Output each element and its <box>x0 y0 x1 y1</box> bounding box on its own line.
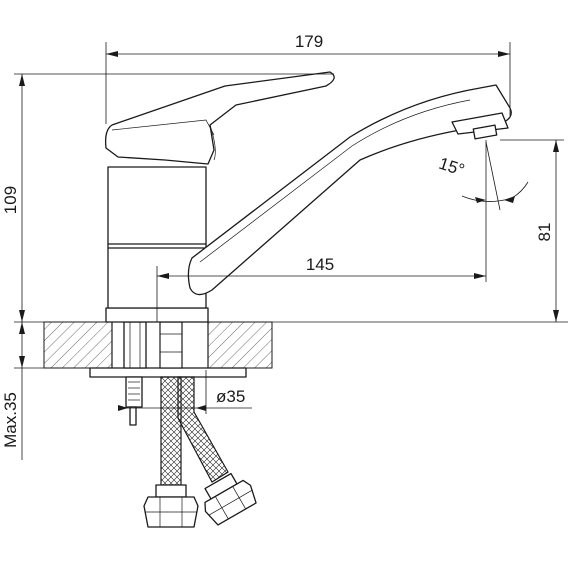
mounting-stud <box>123 321 147 426</box>
lever-handle <box>104 71 335 165</box>
dimension-145 <box>156 140 487 322</box>
dimension-179 <box>105 42 511 124</box>
countertop-section <box>43 321 273 369</box>
hole-diameter-label: ø35 <box>216 387 245 406</box>
overall-width-label: 179 <box>295 32 323 51</box>
dimension-81 <box>500 139 564 322</box>
dimension-max-35 <box>14 322 90 460</box>
dimension-hole-diameter <box>118 370 252 414</box>
overall-height-label: 109 <box>1 186 20 214</box>
spout-height-label: 81 <box>535 223 554 242</box>
supply-hose-right <box>177 376 257 526</box>
max-deck-thickness-label: Max.35 <box>1 392 20 448</box>
spout <box>187 84 512 296</box>
dimension-109 <box>14 73 568 323</box>
supply-hose-left <box>143 321 199 528</box>
spout-reach-label: 145 <box>306 255 334 274</box>
angle-15-indicator <box>461 141 529 211</box>
mounting-plate <box>89 367 247 378</box>
swivel-angle-label: 15° <box>437 154 467 180</box>
